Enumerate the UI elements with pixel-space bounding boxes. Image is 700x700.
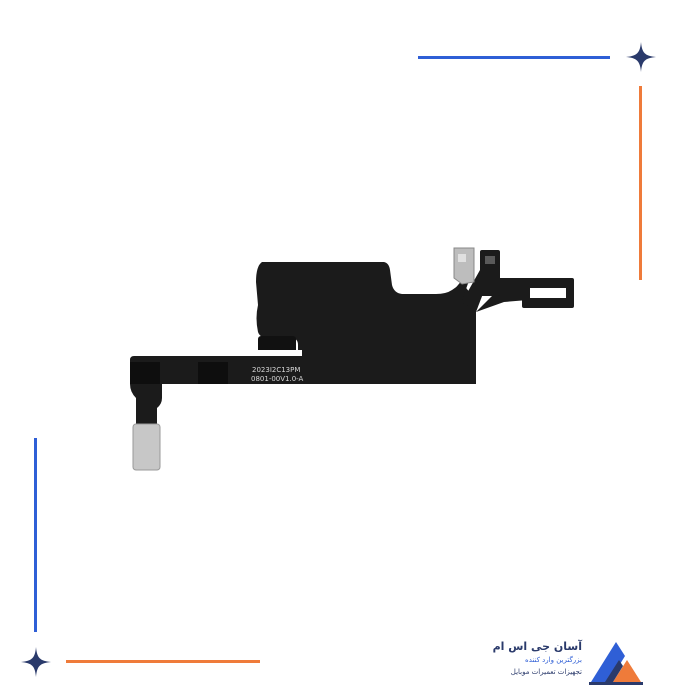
sparkle-icon — [21, 647, 51, 677]
right-orange-line — [639, 86, 642, 280]
print-line-2: 0801-00V1.0-A — [251, 375, 304, 383]
brand-name: آسان جی اس ام — [492, 640, 582, 653]
brand-logo: آسان جی اس ام بزرگترین وارد کننده تجهیزا… — [493, 638, 650, 688]
left-blue-line — [34, 438, 37, 632]
sparkle-icon — [626, 42, 656, 72]
print-line-1: 2023I2C13PM — [252, 366, 300, 374]
metal-plate — [453, 247, 475, 285]
left-contact-pad — [133, 424, 160, 470]
brand-tagline-1: بزرگترین وارد کننده — [525, 656, 582, 664]
brand-tagline-2: تجهیزات تعمیرات موبایل — [510, 668, 582, 676]
bottom-orange-line — [66, 660, 260, 663]
flex-cable-body — [256, 262, 476, 384]
brand-text: آسان جی اس ام بزرگترین وارد کننده تجهیزا… — [493, 639, 582, 678]
triangle-logo-icon — [589, 642, 643, 685]
top-blue-line — [418, 56, 610, 59]
